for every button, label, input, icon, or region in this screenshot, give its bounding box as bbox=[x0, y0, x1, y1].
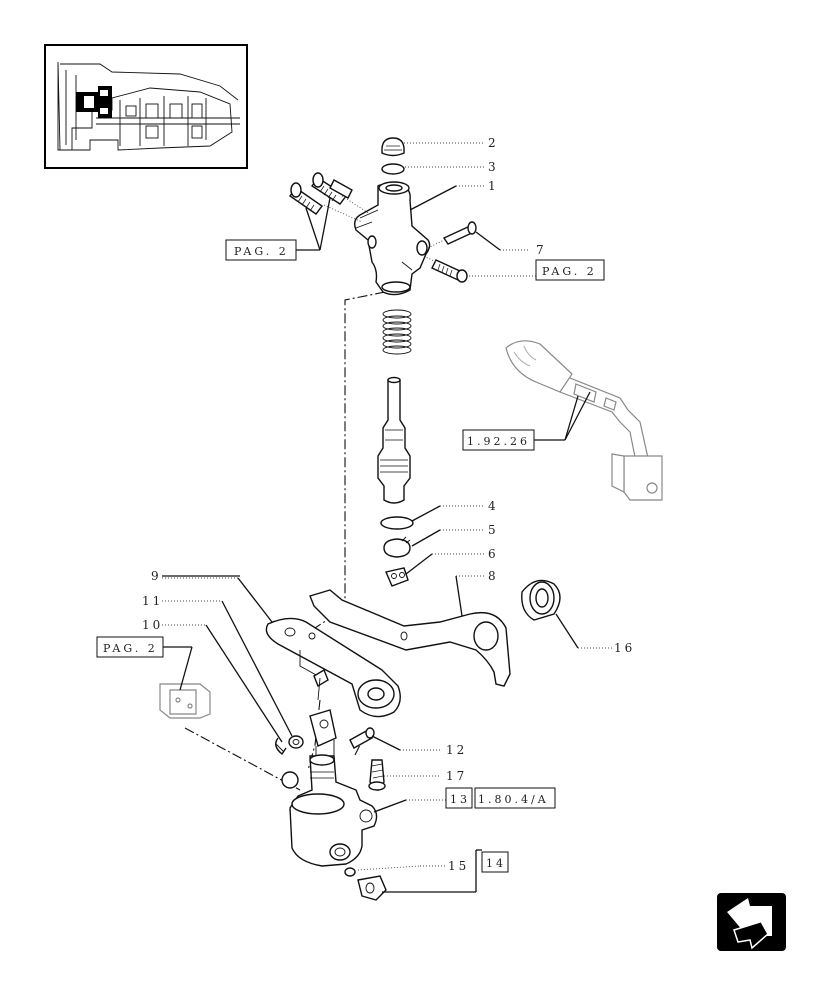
part-4-o-ring[interactable] bbox=[380, 516, 414, 530]
part-7-bolt[interactable] bbox=[427, 221, 477, 249]
mounting-bracket[interactable] bbox=[159, 683, 211, 719]
callout-6[interactable]: 6 bbox=[488, 547, 499, 561]
threaded-plug-left-b[interactable] bbox=[310, 172, 348, 205]
ref-pag2-lower[interactable]: PAG. 2 bbox=[96, 636, 164, 658]
part-13-actuator[interactable] bbox=[281, 754, 378, 867]
callout-5[interactable]: 5 bbox=[488, 523, 499, 537]
part-6-clip[interactable] bbox=[385, 567, 409, 587]
callout-7[interactable]: 7 bbox=[536, 243, 547, 257]
svg-text:PAG. 2: PAG. 2 bbox=[103, 642, 158, 655]
gear-lever-reference-drawing[interactable] bbox=[505, 340, 663, 501]
part-5-circlip[interactable] bbox=[383, 536, 411, 558]
part-8-shift-lever[interactable] bbox=[309, 589, 511, 687]
callout-11[interactable]: 11 bbox=[142, 594, 163, 608]
callout-12[interactable]: 12 bbox=[446, 743, 467, 757]
ref-1-92-26[interactable]: 1.92.26 bbox=[462, 429, 535, 451]
callout-9[interactable]: 9 bbox=[151, 569, 162, 583]
part-17-screw[interactable] bbox=[368, 759, 386, 792]
clevis-fork[interactable] bbox=[309, 709, 337, 757]
callout-15[interactable]: 15 bbox=[448, 859, 469, 873]
callout-3[interactable]: 3 bbox=[488, 160, 499, 174]
svg-text:13: 13 bbox=[450, 793, 470, 806]
svg-text:PAG. 2: PAG. 2 bbox=[542, 265, 597, 278]
part-16-bushing[interactable] bbox=[521, 579, 561, 621]
overview-thumbnail[interactable] bbox=[44, 44, 248, 169]
ref-13-box[interactable]: 13 bbox=[445, 787, 473, 809]
part-1-valve-body[interactable] bbox=[353, 181, 431, 296]
threaded-plug-right[interactable] bbox=[423, 255, 468, 283]
callout-1[interactable]: 1 bbox=[488, 179, 499, 193]
part-3-o-ring[interactable] bbox=[381, 163, 405, 175]
part-10-split-pin[interactable] bbox=[275, 737, 287, 756]
svg-text:1.92.26: 1.92.26 bbox=[467, 435, 530, 448]
part-11-washer[interactable] bbox=[288, 735, 304, 749]
spring[interactable] bbox=[382, 309, 412, 355]
part-9-bell-crank[interactable] bbox=[265, 617, 401, 718]
next-page-arrow-icon[interactable] bbox=[717, 893, 786, 951]
ref-pag2-right[interactable]: PAG. 2 bbox=[535, 259, 605, 281]
svg-text:14: 14 bbox=[486, 857, 506, 870]
part-15-fitting[interactable] bbox=[344, 867, 387, 901]
svg-text:PAG. 2: PAG. 2 bbox=[234, 245, 289, 258]
svg-text:1.80.4/A: 1.80.4/A bbox=[478, 793, 549, 806]
callout-2[interactable]: 2 bbox=[488, 136, 499, 150]
callout-4[interactable]: 4 bbox=[488, 499, 499, 513]
callout-labels: 2 3 1 7 4 5 6 8 9 11 10 16 12 17 15 bbox=[142, 136, 635, 873]
threaded-plug-top[interactable] bbox=[329, 179, 353, 199]
callout-16[interactable]: 16 bbox=[614, 641, 635, 655]
part-2-cap[interactable] bbox=[381, 137, 405, 157]
leader-lines bbox=[162, 142, 612, 893]
callout-8[interactable]: 8 bbox=[488, 569, 499, 583]
ref-pag2-left[interactable]: PAG. 2 bbox=[225, 239, 297, 261]
plunger-spool[interactable] bbox=[377, 376, 411, 504]
assembly-axis-lines bbox=[184, 291, 386, 791]
ref-1-80-4-a[interactable]: 1.80.4/A bbox=[474, 787, 556, 809]
part-12-pin[interactable] bbox=[349, 727, 375, 749]
callout-17[interactable]: 17 bbox=[446, 769, 467, 783]
callout-10[interactable]: 10 bbox=[142, 618, 163, 632]
ref-14-box[interactable]: 14 bbox=[481, 851, 509, 873]
crank-pin[interactable] bbox=[313, 668, 329, 701]
